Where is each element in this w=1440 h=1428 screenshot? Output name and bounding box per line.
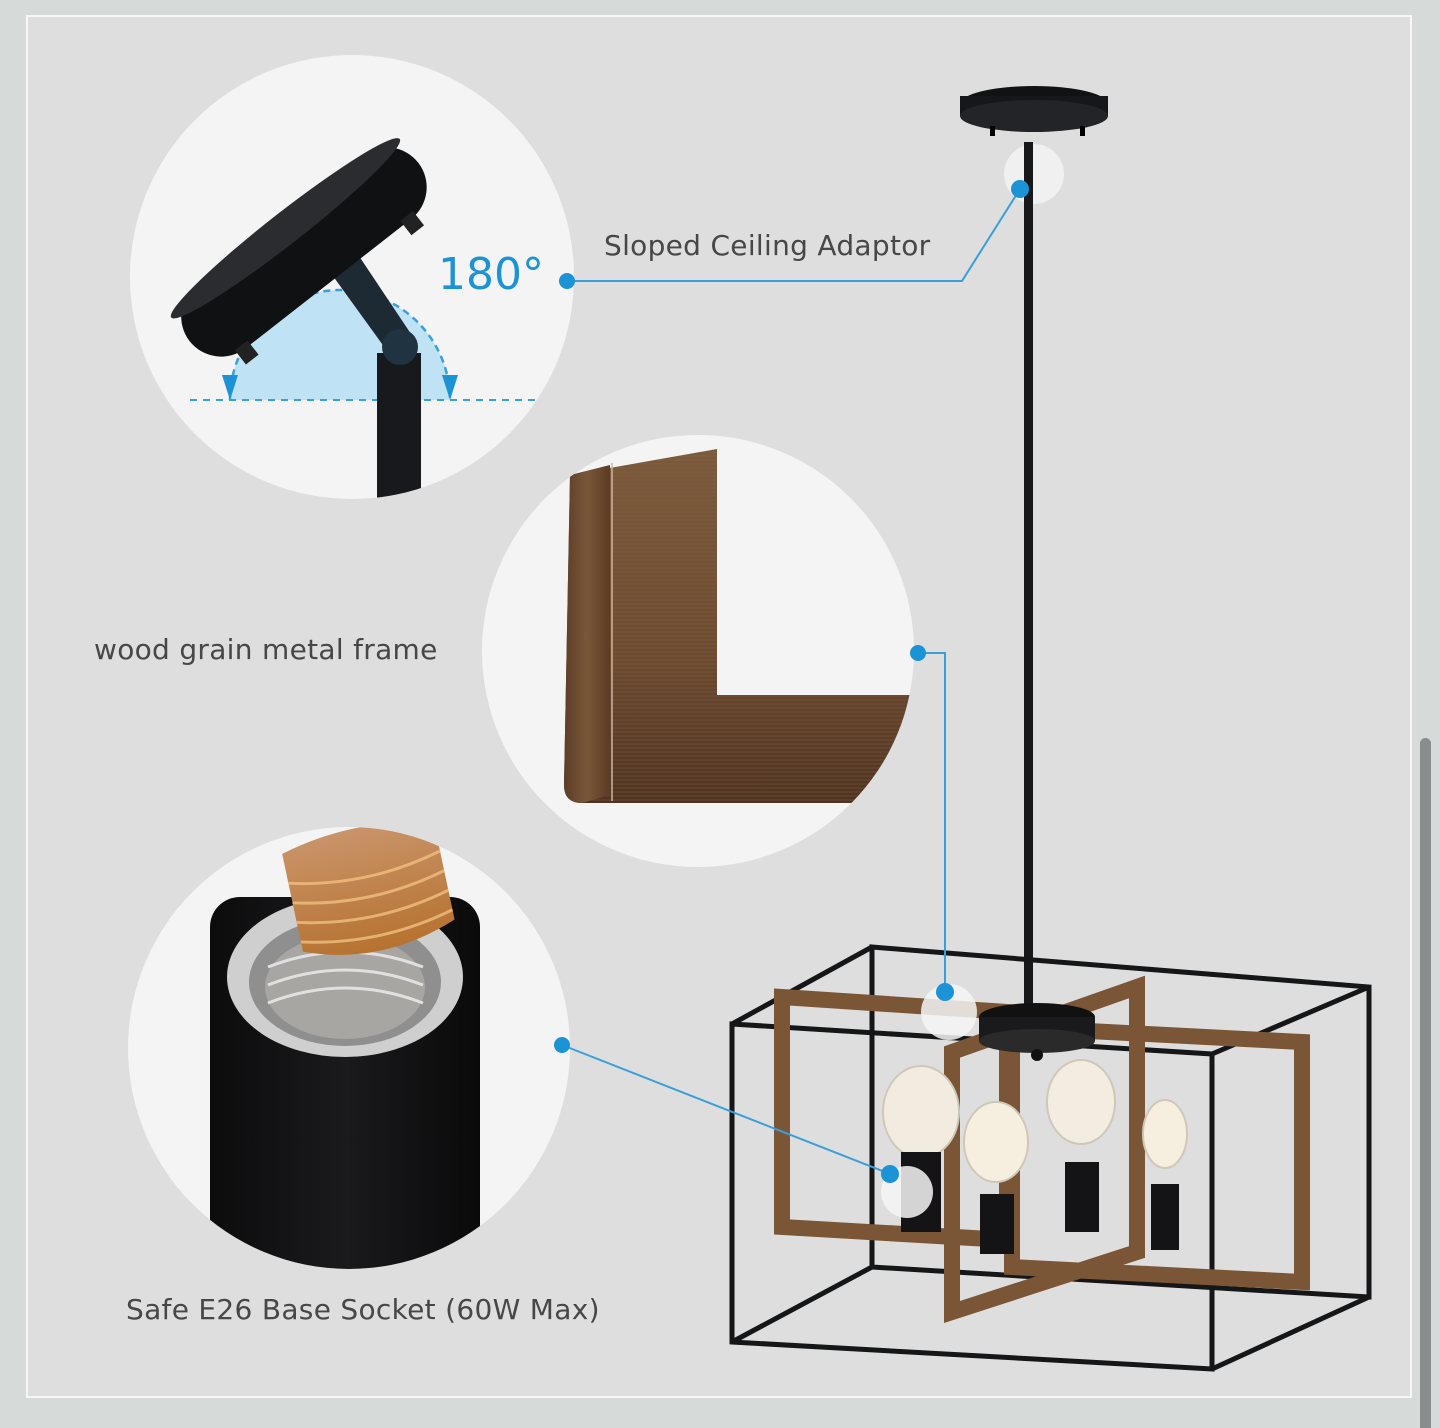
e26-socket-illustration bbox=[210, 827, 480, 1269]
callout-connectors bbox=[561, 188, 1021, 1175]
ceiling-adaptor-detail-circle bbox=[130, 55, 574, 499]
socket-label: Safe E26 Base Socket (60W Max) bbox=[126, 1293, 600, 1326]
wood-frame-label: wood grain metal frame bbox=[94, 633, 438, 666]
bulbs bbox=[882, 1059, 1188, 1254]
vertical-scrollbar[interactable] bbox=[1418, 0, 1434, 1428]
chandelier-product-illustration bbox=[554, 86, 1372, 1372]
socket-detail-circle bbox=[128, 827, 570, 1269]
ceiling-adaptor-label: Sloped Ceiling Adaptor bbox=[604, 229, 931, 262]
scrollbar-thumb[interactable] bbox=[1420, 738, 1431, 1428]
wood-frame-detail-circle bbox=[482, 435, 914, 867]
image-viewer-frame: 180° Sloped Ceiling Adaptor bbox=[26, 15, 1412, 1398]
wood-frame-corner-illustration bbox=[564, 449, 912, 803]
rotation-angle-label: 180° bbox=[438, 249, 544, 300]
ceiling-adaptor-illustration bbox=[170, 138, 550, 499]
